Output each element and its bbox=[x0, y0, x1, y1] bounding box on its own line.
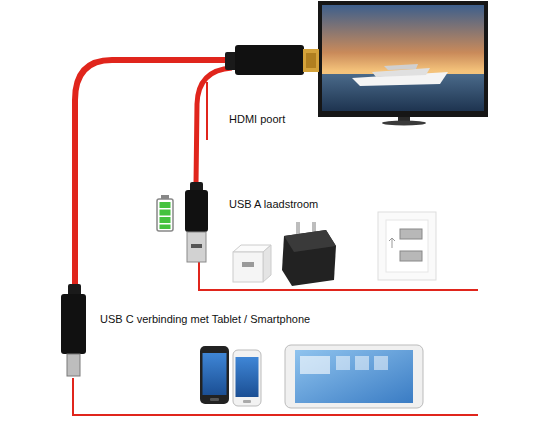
adapter-prong bbox=[296, 222, 300, 234]
metal-end bbox=[187, 232, 206, 262]
battery-bar bbox=[160, 217, 171, 223]
gold-tip-inner bbox=[306, 53, 316, 68]
television bbox=[318, 1, 488, 126]
white-adapter bbox=[233, 245, 271, 282]
part-label: USB C verbinding met Tablet / Smartphone bbox=[100, 313, 310, 326]
tablet-icon bbox=[336, 356, 350, 370]
tablet-icon bbox=[374, 356, 388, 370]
battery-bar bbox=[160, 202, 171, 208]
smartphone bbox=[233, 350, 261, 406]
metal-hole bbox=[191, 244, 202, 248]
metal-end bbox=[67, 354, 80, 376]
gold-tip bbox=[303, 49, 319, 72]
black-adapter bbox=[282, 222, 336, 286]
plug-body bbox=[185, 190, 208, 232]
tablet-icon bbox=[355, 356, 369, 370]
adapter-slot bbox=[242, 262, 254, 267]
adapter-top bbox=[284, 230, 336, 252]
battery-bar bbox=[160, 225, 171, 230]
red-cable bbox=[75, 60, 230, 288]
phone-body bbox=[200, 346, 229, 404]
plug-body bbox=[61, 294, 86, 354]
part-label: USB A laadstroom bbox=[229, 198, 318, 211]
usb-a-plug bbox=[185, 182, 208, 262]
phone-button bbox=[210, 398, 219, 401]
adapter-body bbox=[282, 230, 336, 286]
tablet-body bbox=[285, 345, 423, 408]
smartphone bbox=[200, 346, 229, 404]
usb-symbol bbox=[389, 238, 395, 248]
hdmi-plug bbox=[225, 45, 319, 75]
usb-slot bbox=[400, 251, 422, 261]
tv-screen bbox=[322, 5, 484, 111]
part-label: HDMI poort bbox=[229, 113, 285, 126]
battery-bar bbox=[160, 210, 171, 216]
tv-base bbox=[382, 121, 426, 126]
battery-body bbox=[157, 199, 173, 231]
phone-screen bbox=[236, 357, 259, 397]
phone-button bbox=[243, 400, 251, 403]
outlet-inner bbox=[386, 220, 428, 272]
phone-body bbox=[233, 350, 261, 406]
plug-body bbox=[235, 45, 304, 75]
usb-slot bbox=[400, 229, 422, 239]
tablet bbox=[285, 345, 423, 408]
adapter-front bbox=[233, 252, 263, 282]
usb-wall-outlet bbox=[378, 212, 436, 280]
battery-icon bbox=[157, 195, 173, 231]
tablet-widget bbox=[300, 356, 330, 374]
tv-ship-bridge bbox=[384, 64, 418, 70]
tv-frame bbox=[318, 1, 488, 117]
micro-usb-plug bbox=[61, 284, 86, 376]
adapter-side bbox=[263, 245, 271, 282]
red-cable bbox=[196, 68, 232, 184]
outlet-plate bbox=[378, 212, 436, 280]
phone-screen bbox=[203, 353, 227, 395]
leader-line bbox=[206, 82, 208, 140]
tablet-screen bbox=[295, 350, 413, 403]
